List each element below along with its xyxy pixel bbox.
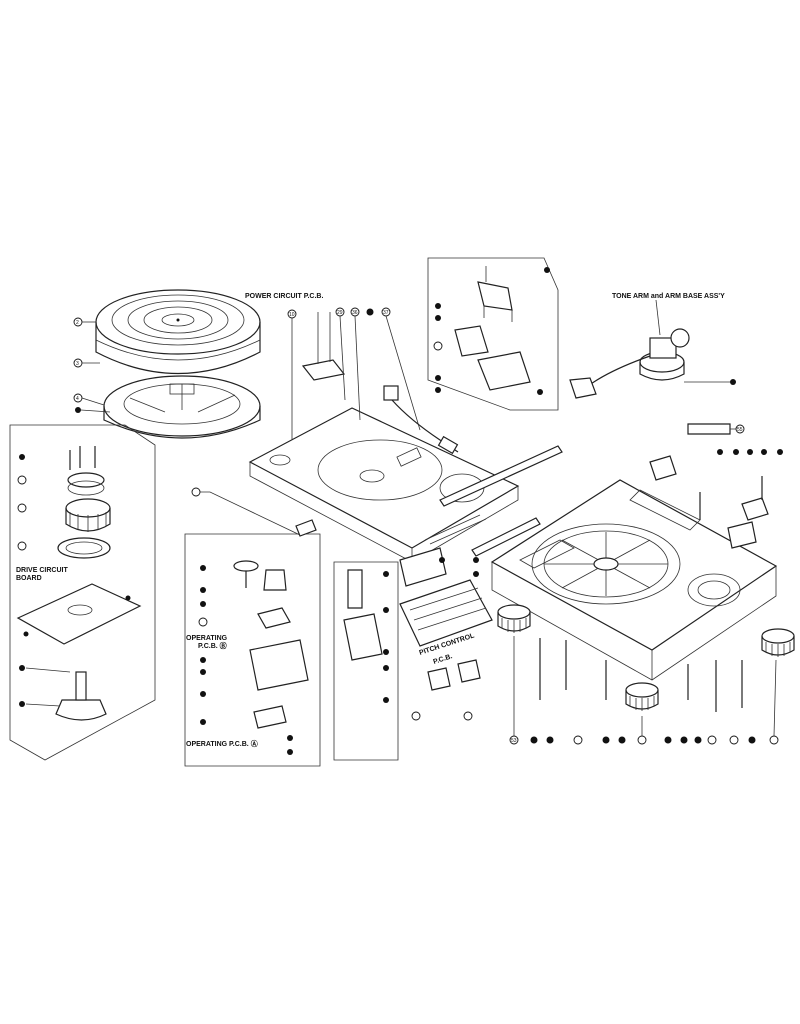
callout-top-a: 29 [337, 310, 343, 316]
callout-cover: 55 [737, 427, 743, 433]
top-plate-assembly: POWER CIRCUIT P.C.B. 10 29 36 37 [245, 293, 520, 563]
power-circuit-label: POWER CIRCUIT P.C.B. [245, 293, 323, 300]
drive-circuit-label-2: BOARD [16, 575, 42, 582]
base-cabinet-assembly: 55 53 [490, 423, 795, 745]
tone-arm-label: TONE ARM and ARM BASE ASS'Y [612, 293, 725, 300]
drive-motor-assembly: DRIVE CIRCUIT BOARD [9, 424, 156, 761]
callout-platter-mid: 3 [76, 361, 79, 367]
drive-circuit-label-1: DRIVE CIRCUIT [16, 567, 68, 574]
operating-b-label-2: P.C.B. Ⓑ [198, 641, 227, 650]
start-stop-bracket-assembly [427, 257, 559, 411]
tone-arm-assembly: TONE ARM and ARM BASE ASS'Y [569, 293, 736, 399]
operating-pcb-assembly: OPERATING P.C.B. Ⓑ OPERATING P.C.B. Ⓐ [184, 487, 321, 767]
operating-b-label-1: OPERATING [186, 635, 228, 642]
callout-platter-low: 4 [76, 396, 79, 402]
pitch-control-assembly: PITCH CONTROL P.C.B. [333, 445, 563, 761]
platter-assembly: 2 3 4 [73, 289, 261, 439]
callout-top-c: 37 [383, 310, 389, 316]
pitch-control-label-2: P.C.B. [432, 653, 453, 666]
callout-pcb-power: 10 [289, 312, 295, 318]
operating-a-label: OPERATING P.C.B. Ⓐ [186, 739, 258, 748]
callout-pitch: 53 [511, 738, 517, 744]
callout-platter-top: 2 [76, 320, 79, 326]
callout-top-b: 36 [352, 310, 358, 316]
